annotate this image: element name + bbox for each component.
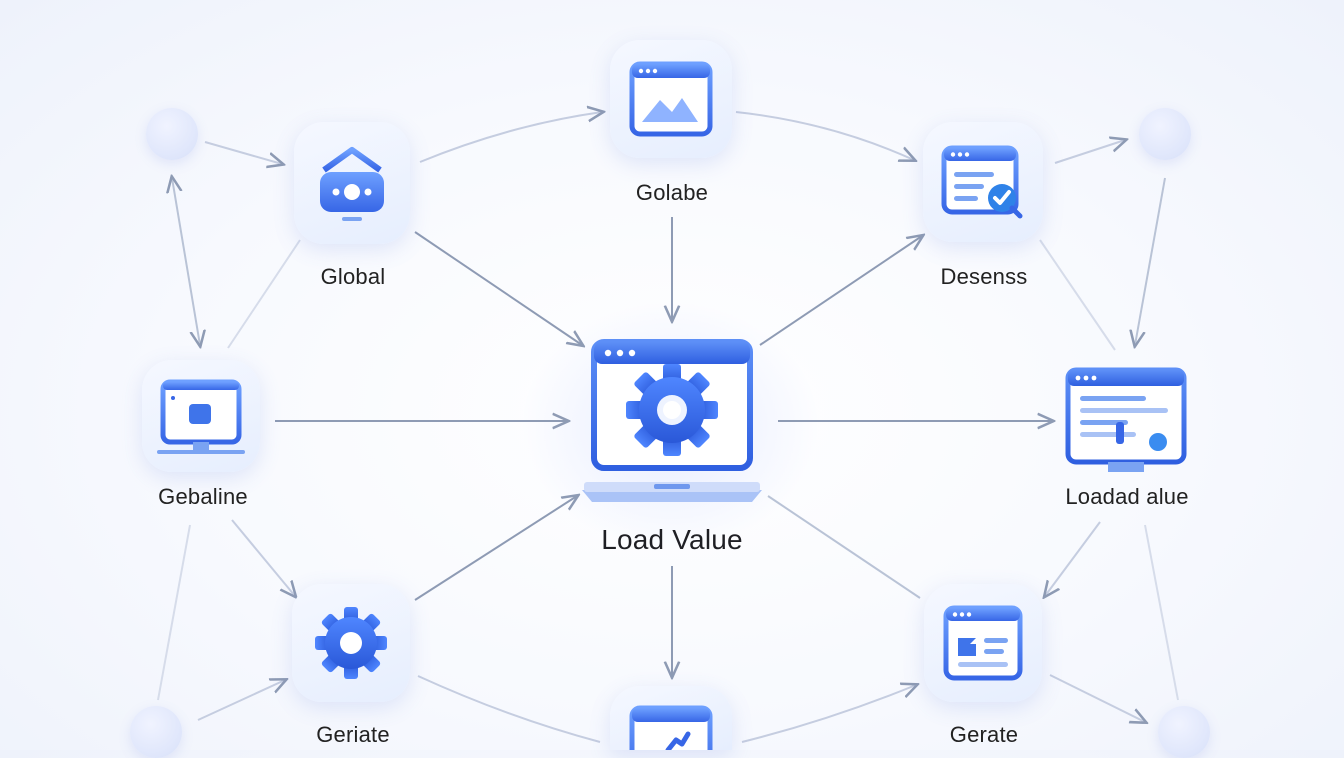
node-golabe-label: Golabe [635, 180, 709, 205]
dot-bottom-left [130, 706, 182, 758]
laptop-gear-icon [582, 339, 762, 502]
node-geriate-tile[interactable] [292, 584, 410, 702]
node-golabe-tile[interactable] [610, 40, 732, 158]
node-desenss-tile[interactable] [923, 122, 1043, 242]
browser-list-icon [943, 605, 1023, 681]
node-center-label: Load Value [601, 524, 743, 555]
dot-bottom-right [1158, 706, 1210, 758]
edge-desenss-dot-tr [1054, 140, 1125, 164]
edge-geriate-bottom [417, 675, 601, 743]
node-bottom-center-tile[interactable] [610, 686, 732, 750]
node-geriate-label: Geriate [316, 722, 390, 747]
edge-center-desenss [759, 236, 922, 346]
node-global-label: Global [320, 264, 386, 289]
router-icon [320, 147, 384, 221]
edge-dot-tr-loadad [1135, 177, 1166, 345]
dot-top-right [1139, 108, 1191, 160]
edge-global-gebaline [227, 239, 301, 349]
edge-global-golabe [419, 112, 602, 163]
node-center[interactable] [580, 338, 764, 504]
edge-loadad-gerate [1045, 521, 1101, 596]
edge-desenss-loadad [1039, 239, 1116, 351]
edge-golabe-desenss [735, 111, 914, 160]
node-loadad-alue-label: Loadad alue [1065, 484, 1189, 509]
node-gebaline-label: Gebaline [158, 484, 248, 509]
node-gerate-tile[interactable] [924, 584, 1042, 702]
edge-loadad-dot-br [1144, 524, 1179, 701]
edge-global-center [414, 231, 582, 345]
edge-dot-bl-geriate [197, 680, 285, 721]
dashboard-monitor-icon [1065, 367, 1187, 472]
edge-geriate-center [414, 496, 577, 601]
monitor-icon [157, 379, 245, 454]
edge-bottom-gerate [741, 685, 916, 743]
edge-gebaline-dot-bl [157, 524, 191, 701]
browser-image-icon [629, 61, 713, 137]
edge-dot-tl-global [204, 141, 282, 164]
edge-gebaline-geriate [231, 519, 295, 596]
dot-top-left [146, 108, 198, 160]
edge-gerate-dot-br [1049, 674, 1145, 722]
edge-dot-tl-gebaline [172, 178, 200, 345]
node-loadad-alue-tile[interactable] [1064, 364, 1188, 476]
document-check-icon [941, 145, 1023, 219]
edge-center-gerate [767, 495, 921, 599]
node-gebaline-tile[interactable] [142, 360, 260, 472]
browser-chart-icon [629, 705, 713, 750]
node-desenss-label: Desenss [940, 264, 1028, 289]
node-global-tile[interactable] [294, 122, 410, 244]
node-gerate-label: Gerate [949, 722, 1019, 747]
gear-icon [315, 607, 387, 679]
